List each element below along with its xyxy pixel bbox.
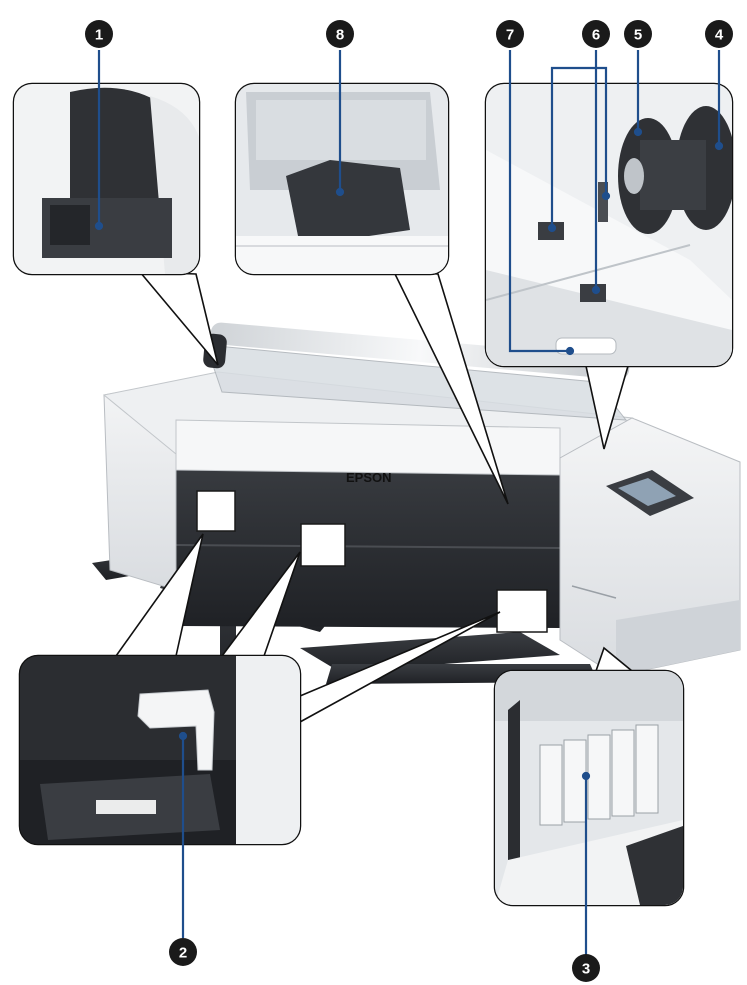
callout-6: 6 [582,20,610,48]
callout-5: 5 [624,20,652,48]
front-label-right [496,589,548,633]
callout-3-number: 3 [582,961,590,978]
printer-illustration: EPSON [92,322,741,690]
inset-roll-adapter-lever [12,82,201,276]
callout-3: 3 [572,954,600,982]
inset-paper-guide [18,654,302,846]
callout-4: 4 [705,20,733,48]
callout-7-number: 7 [506,27,514,44]
inset-ink-cartridges [493,669,685,907]
callout-5-number: 5 [634,27,642,44]
callout-2: 2 [169,938,197,966]
brand-label: EPSON [346,470,392,485]
front-label-middle [300,523,346,567]
inset-roll-holder [484,82,734,368]
front-label-left [196,490,236,532]
part-leader-lines [94,50,724,955]
callout-1: 1 [85,20,113,48]
callout-6-number: 6 [592,27,600,44]
callout-1-number: 1 [95,27,103,44]
callout-8-number: 8 [336,27,344,44]
callout-8: 8 [326,20,354,48]
callout-7: 7 [496,20,524,48]
callout-badges: 1 8 7 6 5 4 2 3 [85,20,733,982]
front-panel [176,454,560,628]
callout-2-number: 2 [179,945,187,962]
front-cover [175,419,561,476]
callout-4-number: 4 [715,27,724,44]
inset-print-head [234,82,450,276]
inset-connector-lines [115,271,635,723]
